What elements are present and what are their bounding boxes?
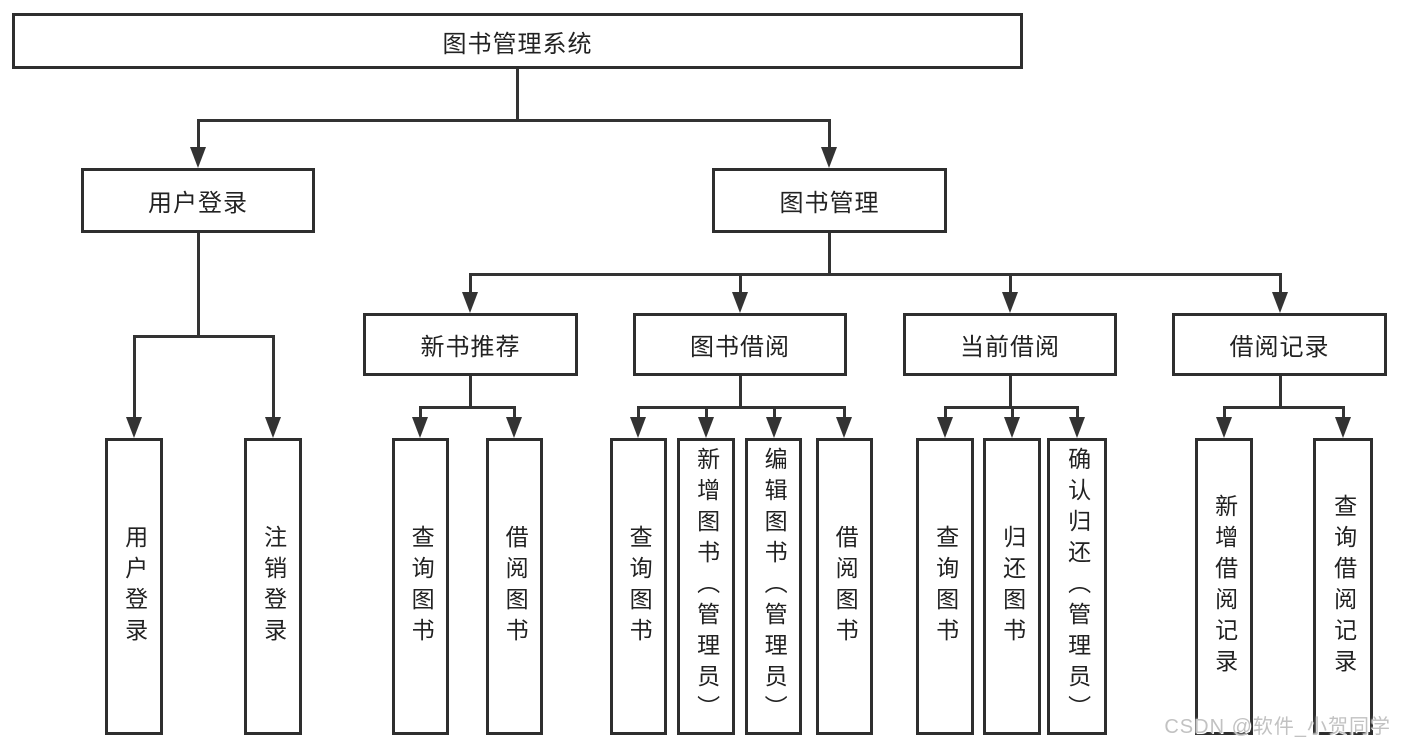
node-leaf-user-login: 用户登录 [105, 438, 163, 735]
connector-line [772, 406, 776, 419]
node-leaf-add-borrow-record: 新增借阅记录 [1195, 438, 1253, 735]
node-leaf-confirm-return: 确认归还（管理员） [1047, 438, 1107, 735]
node-label: 查询图书 [408, 524, 435, 649]
node-new-book-recommend: 新书推荐 [363, 313, 578, 376]
arrowhead-down-icon [698, 417, 714, 438]
node-label: 用户登录 [121, 524, 148, 649]
arrowhead-down-icon [1272, 292, 1288, 313]
node-label: 查询图书 [932, 524, 959, 649]
connector-line [512, 406, 516, 419]
arrowhead-down-icon [1069, 417, 1085, 438]
connector-line [1010, 406, 1014, 419]
node-label: 新增借阅记录 [1211, 493, 1238, 680]
arrowhead-down-icon [836, 417, 852, 438]
arrowhead-down-icon [1002, 292, 1018, 313]
node-label: 归还图书 [999, 524, 1026, 649]
arrowhead-down-icon [766, 417, 782, 438]
connector-line [1278, 273, 1282, 294]
csdn-watermark: CSDN @软件_小贺同学 [1164, 716, 1391, 738]
node-label: 用户登录 [148, 190, 248, 217]
node-borrowing-records: 借阅记录 [1172, 313, 1387, 376]
node-user-login: 用户登录 [81, 168, 315, 233]
connector-line [515, 69, 519, 122]
connector-line [271, 335, 275, 419]
arrowhead-down-icon [1004, 417, 1020, 438]
node-label: 图书借阅 [690, 334, 790, 361]
connector-line [1341, 406, 1345, 419]
node-leaf-add-books: 新增图书（管理员） [677, 438, 735, 735]
connector-line [1075, 406, 1079, 419]
connector-line [827, 119, 831, 149]
connector-line [827, 233, 831, 276]
connector-line [468, 376, 472, 409]
node-book-borrowing: 图书借阅 [633, 313, 847, 376]
connector-line [842, 406, 846, 419]
connector-line [418, 406, 422, 419]
connector-line [704, 406, 708, 419]
connector-line [1008, 376, 1012, 409]
connector-line [1222, 406, 1345, 409]
node-label: 借阅图书 [832, 524, 859, 649]
node-leaf-edit-books: 编辑图书（管理员） [745, 438, 802, 735]
arrowhead-down-icon [190, 147, 206, 168]
node-label: 查询图书 [626, 524, 653, 649]
node-label: 确认归还（管理员） [1064, 447, 1091, 726]
arrowhead-down-icon [412, 417, 428, 438]
arrowhead-down-icon [630, 417, 646, 438]
connector-line [1278, 376, 1282, 409]
connector-line [196, 233, 200, 338]
node-leaf-borrow-books-1: 借阅图书 [486, 438, 543, 735]
connector-line [418, 406, 516, 409]
connector-line [1008, 273, 1012, 294]
node-label: 新增图书（管理员） [693, 447, 720, 726]
node-label: 注销登录 [260, 524, 287, 649]
node-leaf-return-books: 归还图书 [983, 438, 1041, 735]
arrowhead-down-icon [821, 147, 837, 168]
node-label: 图书管理系统 [442, 30, 593, 58]
node-leaf-logout: 注销登录 [244, 438, 302, 735]
arrowhead-down-icon [506, 417, 522, 438]
connector-line [196, 119, 831, 122]
node-leaf-borrow-books-2: 借阅图书 [816, 438, 873, 735]
arrowhead-down-icon [1335, 417, 1351, 438]
node-book-management: 图书管理 [712, 168, 947, 233]
connector-line [196, 119, 200, 149]
connector-line [738, 376, 742, 409]
arrowhead-down-icon [732, 292, 748, 313]
connector-line [468, 273, 1282, 276]
node-leaf-query-books-1: 查询图书 [392, 438, 449, 735]
arrowhead-down-icon [265, 417, 281, 438]
node-leaf-query-borrow-record: 查询借阅记录 [1313, 438, 1373, 735]
connector-line [468, 273, 472, 294]
connector-line [636, 406, 640, 419]
arrowhead-down-icon [126, 417, 142, 438]
node-leaf-query-books-3: 查询图书 [916, 438, 974, 735]
connector-line [943, 406, 947, 419]
arrowhead-down-icon [1216, 417, 1232, 438]
node-label: 编辑图书（管理员） [761, 447, 788, 726]
node-label: 当前借阅 [960, 334, 1060, 361]
node-label: 借阅图书 [502, 524, 529, 649]
connector-line [738, 273, 742, 294]
connector-line [1222, 406, 1226, 419]
arrowhead-down-icon [937, 417, 953, 438]
connector-line [132, 335, 275, 338]
connector-line [132, 335, 136, 419]
arrowhead-down-icon [462, 292, 478, 313]
node-label: 查询借阅记录 [1330, 493, 1357, 680]
node-label: 图书管理 [779, 190, 880, 217]
node-current-borrowing: 当前借阅 [903, 313, 1117, 376]
node-leaf-query-books-2: 查询图书 [610, 438, 667, 735]
node-root: 图书管理系统 [12, 13, 1023, 69]
connector-line [636, 406, 846, 409]
node-label: 新书推荐 [420, 334, 521, 361]
node-label: 借阅记录 [1229, 334, 1330, 361]
